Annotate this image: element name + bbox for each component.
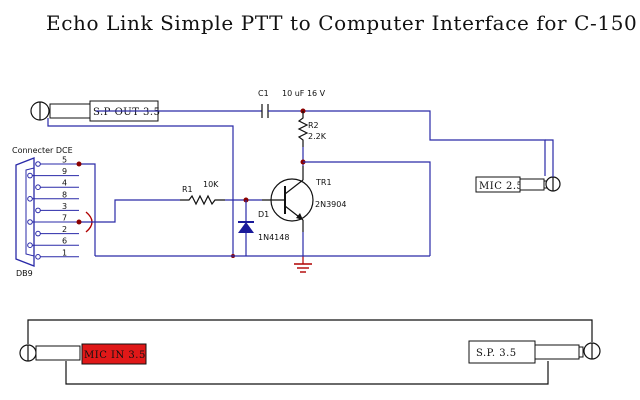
bottom-loop-bottom <box>65 361 549 385</box>
pin-5-junction <box>76 161 82 167</box>
db9-pin-6-hole <box>27 242 33 248</box>
pin-7-junction <box>76 219 82 225</box>
tr1-value: 2N3904 <box>315 200 346 209</box>
mic-25-ground-wire <box>303 161 431 256</box>
transistor-tr1 <box>262 166 314 232</box>
db9-pin-4-label: 4 <box>62 179 67 188</box>
mic-25-tip-wire <box>545 139 554 177</box>
resistor-r2 <box>297 111 309 147</box>
db9-pin-7-label: 7 <box>62 214 67 223</box>
mic-25-label: MIC 2.5 <box>479 181 523 192</box>
db9-pin-2-label: 2 <box>62 225 67 234</box>
db9-pin-2-hole <box>35 230 41 237</box>
pin-7-rts-wire <box>79 199 180 223</box>
bottom-loop-top <box>27 319 593 344</box>
c1-ref: C1 <box>258 89 269 98</box>
db9-pin-3-label: 3 <box>62 202 67 211</box>
db9-pin-6-label: 6 <box>62 237 67 246</box>
db9-pin-9-hole <box>27 172 33 179</box>
db9-pin-1-label: 1 <box>62 248 67 257</box>
connector-name: Connecter DCE <box>12 146 73 155</box>
r2-value: 2.2K <box>308 132 327 141</box>
capacitor-c1 <box>261 104 269 118</box>
db9-pin-4-hole <box>35 184 41 190</box>
db9-pin-8-hole <box>27 196 33 202</box>
db9-pin-1-hole <box>35 253 41 260</box>
db9-pin-5-hole <box>35 161 41 167</box>
sp-out-jack <box>30 101 97 121</box>
db9-connector: 5 9 4 8 3 7 2 6 1 <box>15 156 79 267</box>
sp-35-label: S.P. 3.5 <box>476 348 517 359</box>
db9-pin-3-hole <box>35 207 41 214</box>
mic-in-label-box <box>81 343 147 365</box>
mic-in-jack <box>19 344 81 362</box>
pin-5-ground-wire <box>79 163 96 256</box>
tr1-ref: TR1 <box>315 178 332 187</box>
sp-out-label: S.P OUT 3.5 <box>93 107 160 118</box>
db9-pin-5-label: 5 <box>62 156 67 165</box>
ground-symbol <box>294 256 312 273</box>
diagram-title: Echo Link Simple PTT to Computer Interfa… <box>46 11 637 35</box>
db9-pins: 5 9 4 8 3 7 2 6 1 <box>27 156 79 260</box>
d1-value: 1N4148 <box>258 233 289 242</box>
sp-35-jack <box>534 342 601 360</box>
r2-ref: R2 <box>308 121 319 130</box>
c1-value: 10 uF 16 V <box>282 89 326 98</box>
r1-value: 10K <box>203 180 219 189</box>
resistor-r1 <box>180 194 225 206</box>
diode-d1 <box>238 200 254 256</box>
d1-ref: D1 <box>258 210 269 219</box>
mic-in-label: MIC IN 3.5 <box>84 350 146 361</box>
mic-25-jack <box>519 176 561 192</box>
connector-part: DB9 <box>16 269 33 278</box>
db9-pin-8-label: 8 <box>62 190 67 199</box>
db9-pin-9-label: 9 <box>62 167 67 176</box>
sp-out-ground-wire <box>47 118 234 256</box>
top-rail-right <box>268 110 546 176</box>
db9-pin-7-hole <box>27 219 33 225</box>
r1-ref: R1 <box>182 185 193 194</box>
